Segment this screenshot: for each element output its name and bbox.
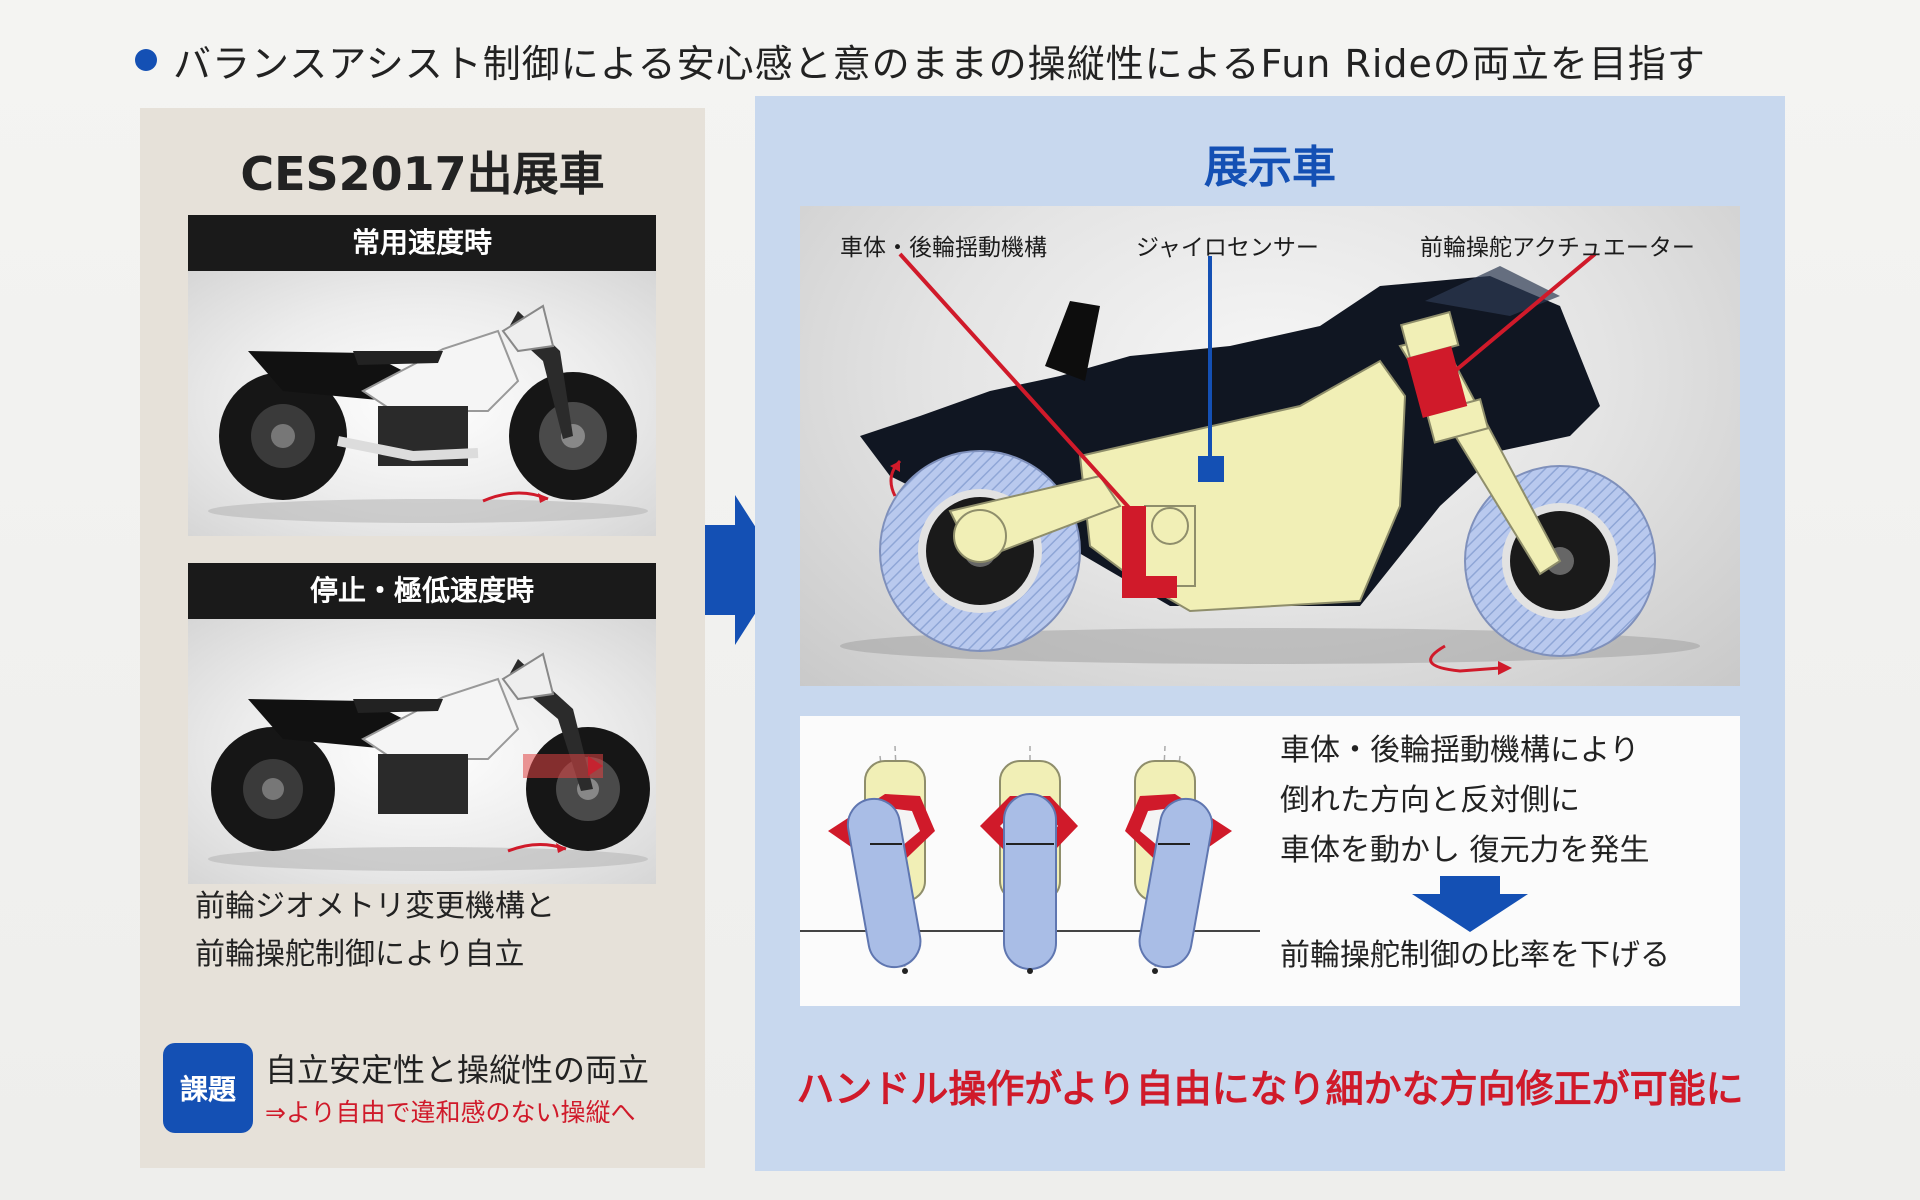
issue-badge: 課題 — [163, 1043, 253, 1133]
lean-left-schematic — [828, 745, 935, 974]
upright-schematic — [980, 746, 1078, 974]
steering-actuator-label: 前輪操舵アクチュエーター — [1420, 235, 1695, 261]
motorcycle-upright-image — [208, 304, 648, 523]
motorcycle-cutaway-image — [840, 252, 1700, 675]
exhibit-title: 展示車 — [1204, 142, 1336, 193]
swing-mechanism-label: 車体・後輪揺動機構 — [840, 235, 1047, 261]
normal-speed-label: 常用速度時 — [188, 215, 656, 271]
result-text: 前輪操舵制御の比率を下げる — [1280, 938, 1670, 973]
header-text: バランスアシスト制御による安心感と意のままの操縦性によるFun Rideの両立を… — [173, 41, 1706, 86]
motorcycle-standing-image — [208, 652, 650, 871]
low-speed-photo — [188, 619, 656, 884]
right-arrow-icon — [705, 495, 783, 645]
ces2017-caption: 前輪ジオメトリ変更機構と 前輪操舵制御により自立 — [195, 883, 555, 979]
ces2017-panel: CES2017出展車 常用速度時 停止・極低速度時 — [140, 108, 705, 1168]
normal-speed-photo — [188, 271, 656, 536]
caption-line-2: 前輪操舵制御により自立 — [195, 937, 525, 972]
caption-line-1: 前輪ジオメトリ変更機構と — [195, 889, 555, 924]
explanation-text: 車体・後輪揺動機構により 倒れた方向と反対側に 車体を動かし 復元力を発生 — [1280, 726, 1650, 876]
gyro-sensor-label: ジャイロセンサー — [1136, 235, 1319, 261]
down-arrow-icon — [1412, 876, 1528, 932]
exhibit-diagram: 車体・後輪揺動機構 ジャイロセンサー 前輪操舵アクチュエーター — [800, 206, 1740, 686]
explain-line-3: 車体を動かし 復元力を発生 — [1280, 833, 1650, 868]
slide-header: バランスアシスト制御による安心感と意のままの操縦性によるFun Rideの両立を… — [135, 30, 1706, 90]
exhibit-panel: 展示車 — [755, 96, 1785, 1171]
issue-sub-text: ⇒より自由で違和感のない操縦へ — [265, 1098, 636, 1127]
balance-schematic-image — [800, 745, 1260, 974]
bullet-icon — [135, 49, 157, 71]
ces2017-title: CES2017出展車 — [240, 147, 605, 201]
low-speed-label: 停止・極低速度時 — [188, 563, 656, 619]
explain-line-2: 倒れた方向と反対側に — [1280, 783, 1580, 818]
issue-main-text: 自立安定性と操縦性の両立 — [265, 1051, 650, 1089]
explain-line-1: 車体・後輪揺動機構により — [1280, 733, 1640, 768]
balance-explanation-box: 車体・後輪揺動機構により 倒れた方向と反対側に 車体を動かし 復元力を発生 前輪… — [800, 716, 1740, 1006]
conclusion-text: ハンドル操作がより自由になり細かな方向修正が可能に — [796, 1067, 1744, 1111]
lean-right-schematic — [1125, 745, 1232, 974]
